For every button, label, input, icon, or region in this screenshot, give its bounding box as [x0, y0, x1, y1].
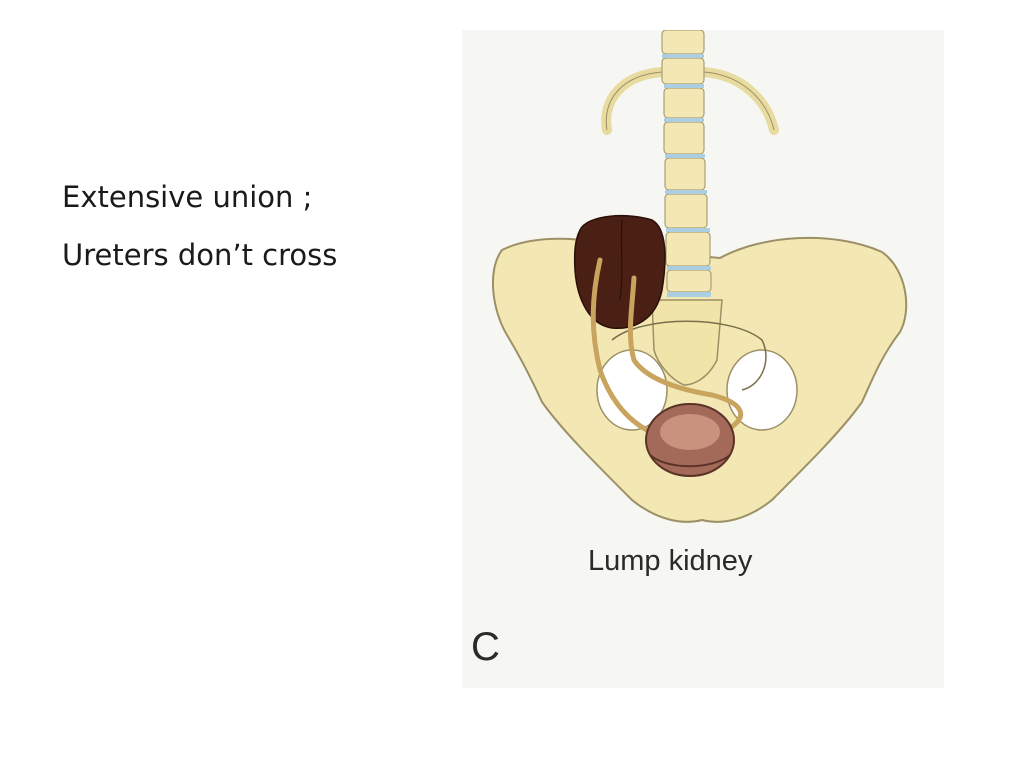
spine — [661, 30, 712, 293]
bladder-highlight — [660, 414, 720, 450]
slide-text: Extensive union ; Ureters don’t cross — [62, 168, 337, 284]
right-rib-outline — [703, 71, 775, 131]
pelvic-inlet — [611, 320, 767, 391]
left-rib-outline — [605, 71, 663, 131]
left-rib — [601, 67, 667, 135]
line-extensive-union: Extensive union ; — [62, 180, 313, 214]
lump-kidney — [573, 214, 666, 329]
right-ureter — [627, 275, 743, 433]
anatomy-figure: Lump kidney C — [462, 30, 944, 688]
panel-letter: C — [471, 625, 500, 669]
right-rib — [699, 67, 779, 135]
lump-kidney-illustration — [491, 30, 908, 523]
right-foramen — [726, 349, 798, 431]
intervertebral-discs — [662, 54, 711, 297]
bladder-base — [649, 454, 731, 468]
figure-caption: Lump kidney — [588, 545, 753, 577]
line-ureters-dont-cross: Ureters don’t cross — [62, 238, 338, 272]
kidney-lobe-line — [619, 219, 623, 301]
left-ureter — [590, 257, 650, 433]
